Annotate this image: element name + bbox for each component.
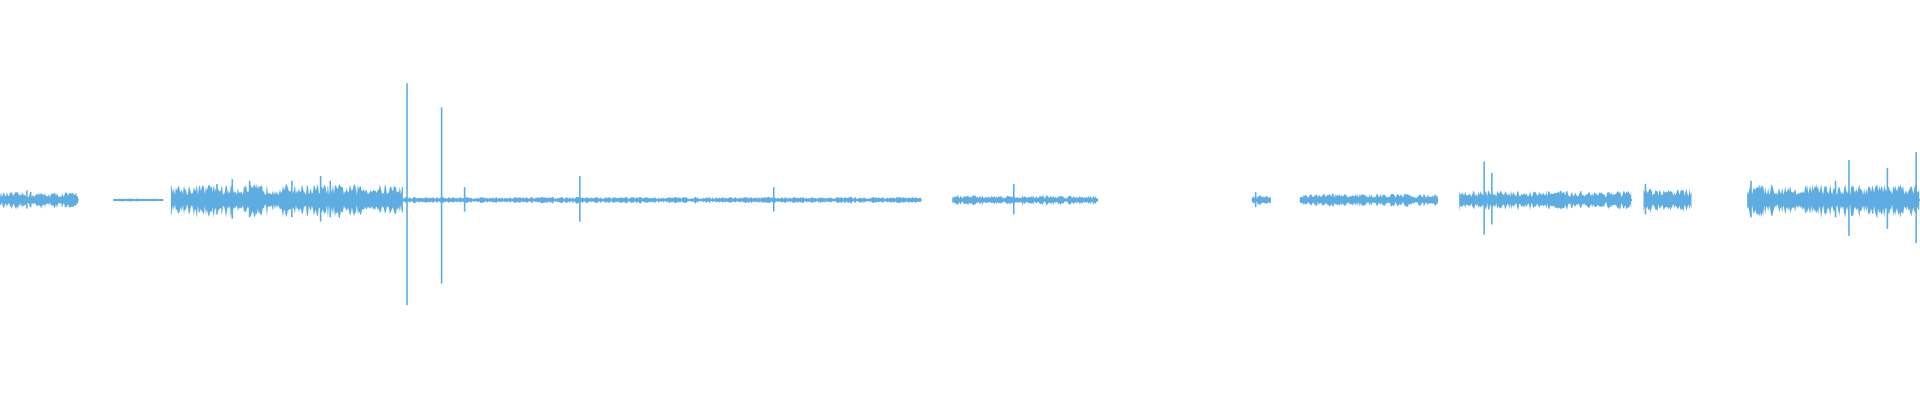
waveform-segment (170, 184, 403, 219)
waveform-segment (1747, 184, 1920, 219)
